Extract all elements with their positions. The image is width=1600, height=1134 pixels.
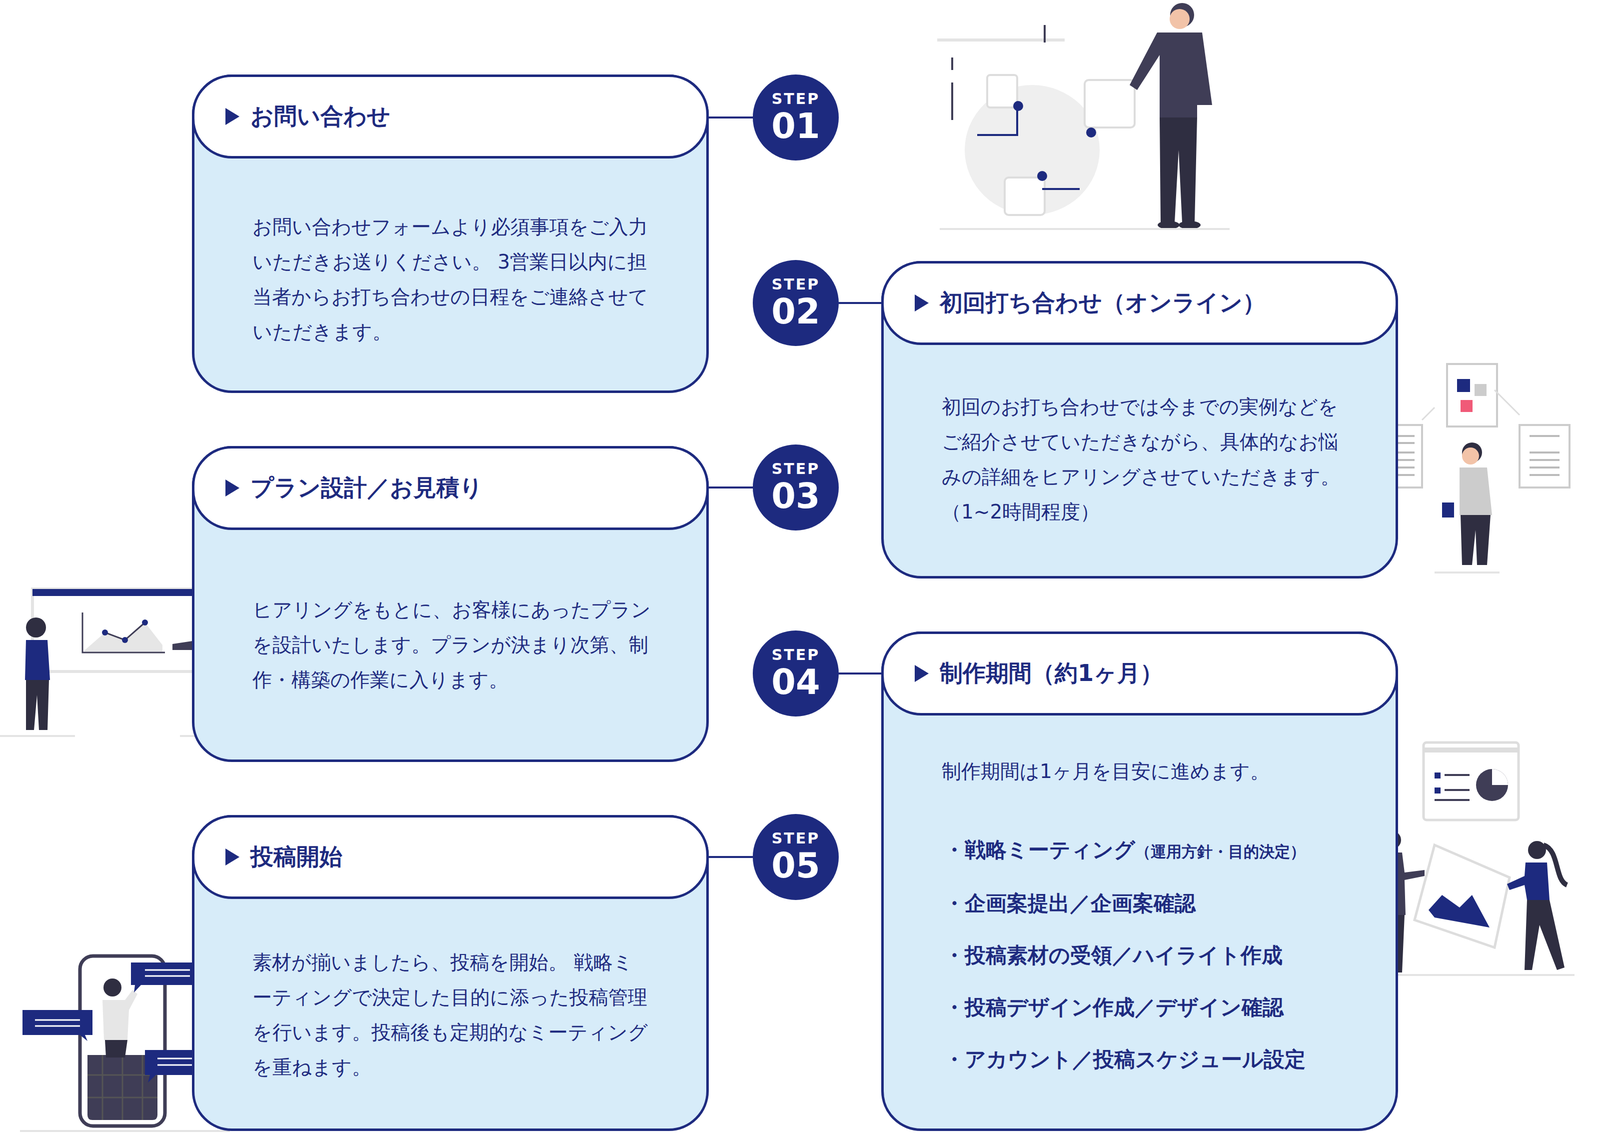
list-text: ・戦略ミーティング xyxy=(943,837,1136,862)
list-text: ・投稿素材の受領／ハイライト作成 xyxy=(943,942,1283,968)
step-label: STEP xyxy=(771,460,821,478)
connector xyxy=(708,486,753,489)
step-circle: STEP01 xyxy=(752,74,839,161)
triangle-marker xyxy=(225,479,240,497)
list-item: ・企画案提出／企画案確認 xyxy=(943,877,1396,930)
step-card: 投稿開始素材が揃いましたら、投稿を開始。 戦略ミーティングで決定した目的に添った… xyxy=(191,814,709,1131)
step-number: 01 xyxy=(771,107,820,145)
list-text: ・企画案提出／企画案確認 xyxy=(943,890,1196,916)
step-circle: STEP05 xyxy=(752,813,839,900)
step-label: STEP xyxy=(771,90,821,108)
card-header: プラン設計／お見積り xyxy=(191,445,709,530)
connector xyxy=(708,116,753,119)
triangle-marker xyxy=(225,107,240,125)
card-title: お問い合わせ xyxy=(250,100,391,132)
card-title: 制作期間（約1ヶ月） xyxy=(939,657,1164,689)
card-body: お問い合わせフォームより必須事項をご入力いただきお送りください。 3営業日以内に… xyxy=(252,209,652,350)
list-text: ・アカウント／投稿スケジュール設定 xyxy=(943,1046,1306,1072)
connector xyxy=(838,672,882,675)
card-body: 初回のお打ち合わせでは今までの実例などをご紹介させていただきながら、具体的なお悩… xyxy=(941,389,1341,530)
card-header: お問い合わせ xyxy=(191,74,709,159)
step-circle: STEP04 xyxy=(752,630,839,717)
triangle-marker xyxy=(914,294,929,312)
illustration-consult xyxy=(937,2,1230,229)
step-number: 03 xyxy=(771,477,820,515)
list-note: （運用方針・目的決定） xyxy=(1135,842,1306,861)
card-header: 初回打ち合わせ（オンライン） xyxy=(881,260,1399,345)
card-body: ヒアリングをもとに、お客様にあったプランを設計いたします。プランが決まり次第、制… xyxy=(252,592,652,698)
list-item: ・投稿デザイン作成／デザイン確認 xyxy=(943,981,1396,1034)
step-card: 初回打ち合わせ（オンライン） 初回のお打ち合わせでは今までの実例などをご紹介させて… xyxy=(881,260,1399,579)
card-title: 投稿開始 xyxy=(250,841,343,873)
list-item: ・戦略ミーティング（運用方針・目的決定） xyxy=(943,823,1396,878)
card-body: 制作期間は1ヶ月を目安に進めます。 xyxy=(941,753,1341,789)
illustration-documents xyxy=(1372,363,1570,573)
step-number: 04 xyxy=(771,663,820,701)
card-header: 投稿開始 xyxy=(191,814,709,899)
list-item: ・投稿素材の受領／ハイライト作成 xyxy=(943,929,1396,982)
step-label: STEP xyxy=(771,829,821,847)
list-text: ・投稿デザイン作成／デザイン確認 xyxy=(943,994,1284,1020)
step-circle: STEP03 xyxy=(752,444,839,531)
list-item: ・アカウント／投稿スケジュール設定 xyxy=(943,1033,1396,1086)
connector xyxy=(708,855,753,858)
card-body: 素材が揃いましたら、投稿を開始。 戦略ミーティングで決定した目的に添った投稿管理… xyxy=(252,944,652,1085)
card-header: 制作期間（約1ヶ月） xyxy=(881,631,1399,716)
step-card: お問い合わせお問い合わせフォームより必須事項をご入力いただきお送りください。 3… xyxy=(191,74,709,393)
triangle-marker xyxy=(225,848,240,866)
step-number: 05 xyxy=(771,846,820,884)
step-label: STEP xyxy=(771,275,821,293)
card-title: 初回打ち合わせ（オンライン） xyxy=(939,287,1266,319)
step-label: STEP xyxy=(771,646,821,664)
step-card: 制作期間（約1ヶ月） 制作期間は1ヶ月を目安に進めます。・戦略ミーティング（運用方… xyxy=(881,631,1399,1131)
step-number: 02 xyxy=(771,292,820,330)
step-circle: STEP02 xyxy=(752,259,839,346)
connector xyxy=(838,301,882,304)
step-card: プラン設計／お見積りヒアリングをもとに、お客様にあったプランを設計いたします。プ… xyxy=(191,445,709,762)
triangle-marker xyxy=(914,664,929,682)
card-title: プラン設計／お見積り xyxy=(250,472,483,504)
